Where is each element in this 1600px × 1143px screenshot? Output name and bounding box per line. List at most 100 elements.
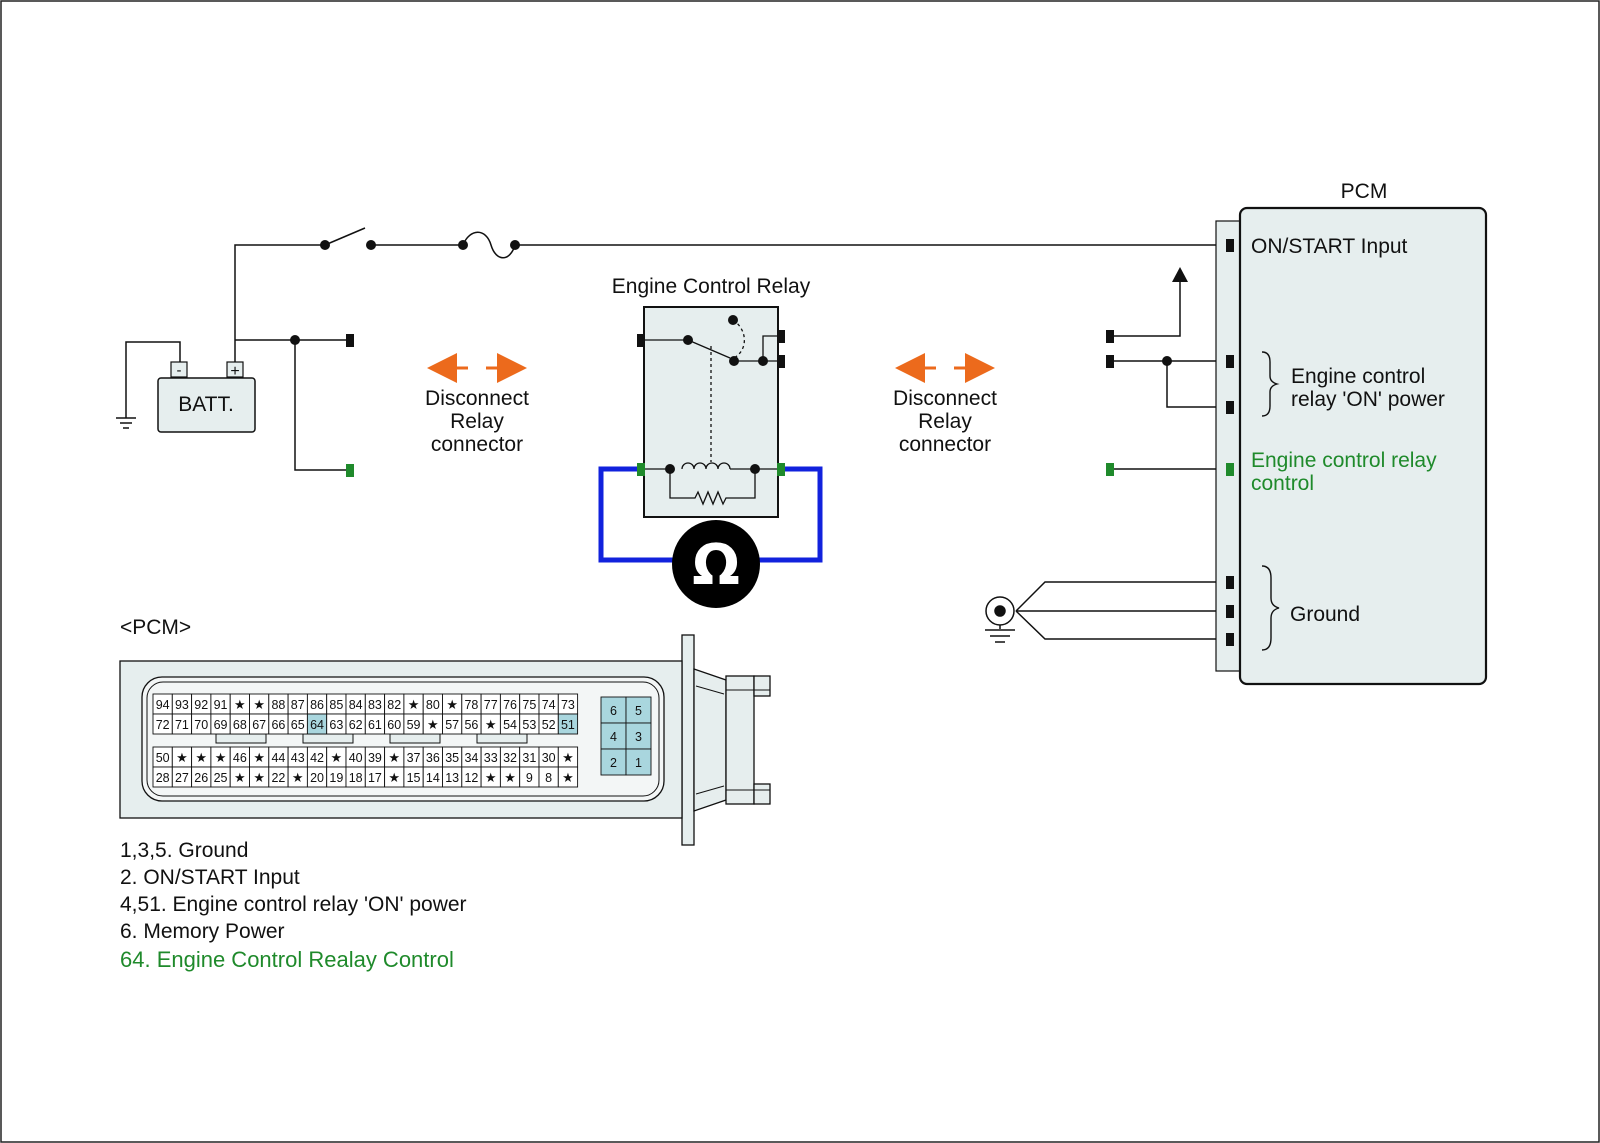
terminal-left-control — [346, 464, 354, 477]
pin-label: 65 — [291, 718, 305, 732]
pcm-relay-control-line1: Engine control relay — [1251, 449, 1437, 472]
switch — [320, 240, 376, 250]
legend-memory-power: 6. Memory Power — [120, 920, 285, 943]
disconnect-right-line1: Disconnect — [893, 387, 997, 410]
pin-unused-label: ★ — [215, 751, 227, 766]
pin-label: 27 — [175, 771, 189, 785]
junction-dot — [1162, 356, 1172, 366]
engine-control-relay — [637, 306, 785, 518]
power-pin-label: 4 — [610, 730, 617, 744]
brace-on-power — [1261, 351, 1280, 417]
pin-unused-label: ★ — [446, 698, 458, 713]
probe-wires — [598, 466, 823, 563]
pin-unused-label: ★ — [504, 771, 516, 786]
pin-label: 78 — [464, 698, 478, 712]
pin-unused-label: ★ — [176, 751, 188, 766]
pin-label: 44 — [271, 751, 285, 765]
pin-unused-label: ★ — [485, 718, 497, 733]
pin-label: 64 — [310, 718, 324, 732]
pin-label: 91 — [214, 698, 228, 712]
pin-unused-label: ★ — [408, 698, 420, 713]
pin-label: 20 — [310, 771, 324, 785]
disconnect-left-line3: connector — [431, 433, 523, 456]
pin-label: 93 — [175, 698, 189, 712]
pcm-title: PCM — [1341, 180, 1388, 203]
pin-label: 32 — [503, 751, 517, 765]
power-pin-label: 2 — [610, 756, 617, 770]
pin-label: 8 — [545, 771, 552, 785]
legend-relay-control: 64. Engine Control Realay Control — [120, 947, 454, 972]
pin-label: 73 — [561, 698, 575, 712]
ground-symbol — [985, 596, 1015, 643]
pin-label: 56 — [464, 718, 478, 732]
pin-unused-label: ★ — [253, 771, 265, 786]
pin-label: 26 — [194, 771, 208, 785]
pin-cell — [557, 766, 579, 788]
pin-unused-label: ★ — [234, 698, 246, 713]
pin-label: 76 — [503, 698, 517, 712]
pin-unused-label: ★ — [485, 771, 497, 786]
terminal-right-control — [1106, 463, 1114, 476]
top-wiring — [116, 227, 1226, 471]
pin-unused-label: ★ — [234, 771, 246, 786]
connector-title: <PCM> — [120, 616, 191, 639]
fuse — [458, 240, 520, 250]
pcm-ground-label: Ground — [1290, 603, 1360, 626]
power-pin-label: 5 — [635, 704, 642, 718]
legend-on-start: 2. ON/START Input — [120, 866, 300, 889]
power-pin-cell — [625, 722, 652, 750]
pin-unused-label: ★ — [253, 698, 265, 713]
pin-label: 62 — [349, 718, 363, 732]
pin-label: 68 — [233, 718, 247, 732]
pin-label: 9 — [526, 771, 533, 785]
pin-unused-label: ★ — [292, 771, 304, 786]
pin-label: 17 — [368, 771, 382, 785]
pcm-on-power-line2: relay 'ON' power — [1291, 388, 1445, 411]
pin-label: 54 — [503, 718, 517, 732]
pin-label: 35 — [445, 751, 459, 765]
pin-label: 36 — [426, 751, 440, 765]
pin-label: 25 — [214, 771, 228, 785]
battery-label: BATT. — [178, 393, 234, 416]
pin-unused-label: ★ — [195, 751, 207, 766]
pin-unused-label: ★ — [427, 718, 439, 733]
pcm-relay-control-line2: control — [1251, 472, 1314, 495]
pin-label: 19 — [329, 771, 343, 785]
pin-label: 82 — [387, 698, 401, 712]
pin-unused-label: ★ — [562, 751, 574, 766]
pin-label: 42 — [310, 751, 324, 765]
pin-label: 18 — [349, 771, 363, 785]
pin-label: 52 — [542, 718, 556, 732]
pin-label: 34 — [464, 751, 478, 765]
pin-label: 15 — [407, 771, 421, 785]
terminal-right-arrow — [1106, 330, 1114, 343]
legend-ground: 1,3,5. Ground — [120, 839, 248, 862]
signal-up-arrow — [1172, 267, 1188, 282]
pcm-on-power-line1: Engine control — [1291, 365, 1425, 388]
pin-label: 80 — [426, 698, 440, 712]
power-pin-label: 3 — [635, 730, 642, 744]
legend-on-power: 4,51. Engine control relay 'ON' power — [120, 893, 467, 916]
power-pin-cell — [600, 722, 627, 750]
pin-label: 85 — [329, 698, 343, 712]
pin-label: 50 — [156, 751, 170, 765]
pcm-on-start-label: ON/START Input — [1251, 235, 1408, 258]
power-pin-cell — [625, 748, 652, 776]
pin-label: 87 — [291, 698, 305, 712]
relay-title: Engine Control Relay — [612, 275, 811, 298]
pin-label: 30 — [542, 751, 556, 765]
battery-pos-sign: + — [230, 363, 239, 380]
pin-label: 53 — [522, 718, 536, 732]
pin-label: 72 — [156, 718, 170, 732]
pin-unused-label: ★ — [562, 771, 574, 786]
terminal-right-power — [1106, 355, 1114, 368]
junction-dot — [290, 335, 300, 345]
ohmmeter: Ω — [672, 520, 760, 608]
power-pin-label: 1 — [635, 756, 642, 770]
pin-unused-label: ★ — [388, 751, 400, 766]
pcm-box — [1215, 206, 1488, 686]
pin-label: 84 — [349, 698, 363, 712]
disconnect-right-line2: Relay — [918, 410, 972, 433]
